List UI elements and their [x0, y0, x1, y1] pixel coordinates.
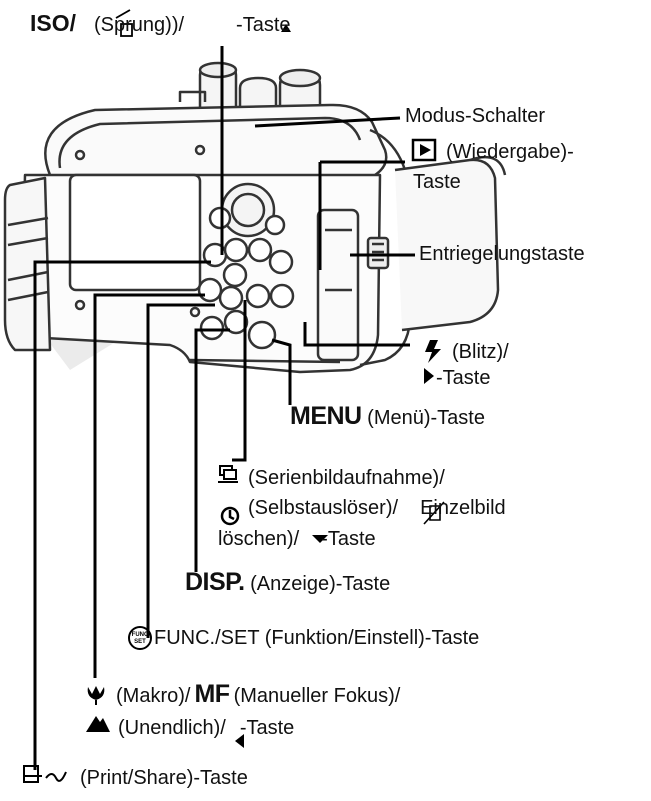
- flash-icon: [425, 340, 441, 363]
- jump-text: (Sprung))/: [94, 14, 185, 36]
- up-arrow-icon: [281, 24, 291, 32]
- single-erase-text: Einzelbild: [420, 497, 506, 519]
- flash-button-label-line2: -Taste: [436, 367, 491, 389]
- menu-text: MENU: [290, 402, 362, 430]
- svg-text:SET: SET: [134, 639, 146, 645]
- svg-text:FUNC: FUNC: [132, 632, 149, 638]
- flash-button-label-line1: (Blitz)/: [452, 341, 509, 363]
- iso-button-label: ISO/ (Sprung))/ -Taste: [30, 11, 291, 37]
- disp-text: DISP.: [185, 568, 245, 596]
- continuous-shooting-icon: [218, 465, 238, 483]
- menu-button-label: MENU (Menü)-Taste: [290, 404, 485, 430]
- erase-icon: [423, 501, 445, 525]
- mf-text: MF: [194, 680, 230, 708]
- self-timer-icon: [220, 506, 240, 526]
- print-share-button-label: (Print/Share)-Taste: [80, 767, 248, 789]
- disp-rest-text: (Anzeige)-Taste: [250, 573, 391, 595]
- infinity-mountain-icon: [86, 716, 110, 732]
- macro-button-label-line1: (Makro)/MF(Manueller Fokus)/: [116, 682, 400, 708]
- down-arrow-icon: [312, 535, 328, 543]
- jump-icon: [115, 9, 133, 37]
- menu-rest-text: (Menü)-Taste: [367, 407, 485, 429]
- macro-icon: [87, 686, 105, 705]
- burst-label-line1: (Serienbildaufnahme)/: [248, 467, 445, 489]
- func-set-icon: FUNC SET: [128, 626, 152, 650]
- manual-focus-text: (Manueller Fokus)/: [233, 685, 401, 707]
- left-taste-text: -Taste: [239, 717, 295, 739]
- right-arrow-icon: [424, 368, 434, 384]
- mode-switch-label: Modus-Schalter: [405, 105, 546, 127]
- self-timer-text: (Selbstauslöser)/: [248, 497, 399, 519]
- print-share-icon: [23, 765, 67, 783]
- disp-button-label: DISP. (Anzeige)-Taste: [185, 570, 390, 596]
- infinity-text: (Unendlich)/: [118, 717, 226, 739]
- erase-text: löschen)/: [218, 528, 300, 550]
- macro-button-label-line2: (Unendlich)/ -Taste: [118, 716, 294, 740]
- playback-button-label-line2: Taste: [413, 171, 461, 193]
- macro-text: (Makro)/: [116, 685, 191, 707]
- burst-label-line3: löschen)/ -Taste: [218, 527, 376, 551]
- left-arrow-icon: [235, 734, 244, 748]
- leader-lines: [33, 46, 415, 770]
- playback-icon: [411, 138, 437, 162]
- iso-text: ISO/: [30, 10, 77, 36]
- func-set-button-label: FUNC./SET (Funktion/Einstell)-Taste: [154, 627, 480, 649]
- down-taste-text: -Taste: [321, 528, 376, 550]
- release-button-label: Entriegelungstaste: [419, 243, 585, 265]
- playback-button-label-line1: (Wiedergabe)-: [446, 141, 574, 163]
- burst-label-line2: (Selbstauslöser)/ Einzelbild: [248, 496, 506, 520]
- iso-taste-text: -Taste: [236, 14, 291, 36]
